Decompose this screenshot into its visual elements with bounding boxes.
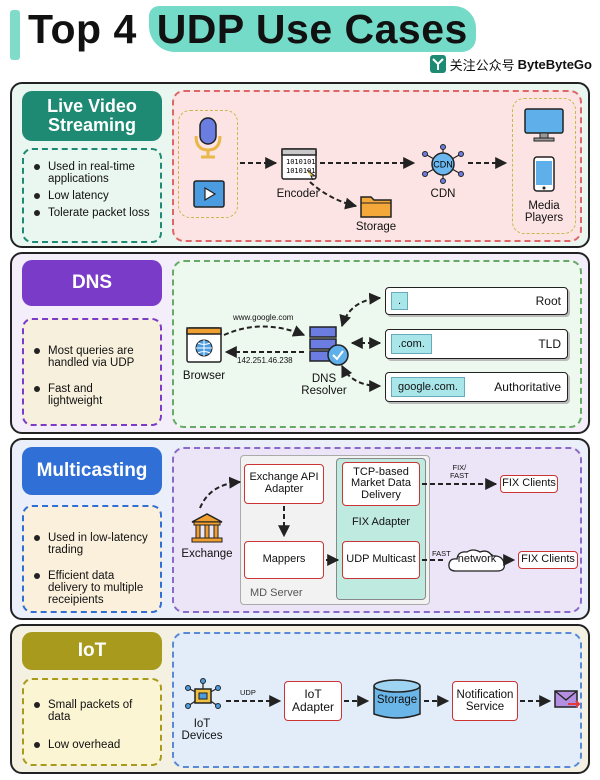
video-bullet-1: Used in real-time applications [34,161,150,185]
arrow-encoder-storage [309,181,358,210]
microphone-icon [194,117,222,159]
dns-row-tld-name: TLD [538,337,561,351]
arrow-exchange-api [199,476,242,509]
bytebytego-logo-icon [429,55,446,73]
monitor-icon [524,108,564,142]
media-players-label: Media Players [514,200,574,224]
cdn-badge-text: CDN [433,160,453,170]
storage-folder-icon [360,196,392,218]
video-storage-label: Storage [355,221,397,233]
dns-row-auth-tag: google.com. [391,377,465,397]
brand-cn: 关注公众号 [449,57,515,73]
dns-query-label: www.google.com [233,313,294,322]
dns-row-authoritative: google.com. Authoritative [385,372,568,402]
email-notification-icon [554,690,580,708]
encoder-icon: 1010101 1010101 [281,148,317,180]
dns-row-tld-tag: .com. [391,334,432,354]
fast-label: FAST [432,549,451,558]
iot-devices-label: IoT Devices [174,718,230,742]
heading-live-video-line2: Streaming [47,115,137,135]
arrow-resolver-authoritative [341,364,382,392]
fix-clients-top: FIX Clients [500,475,558,493]
dns-row-root: . Root [385,287,568,315]
cdn-label: CDN [430,188,456,200]
video-play-icon [193,180,225,208]
dns-row-auth-name: Authoritative [494,380,561,394]
iot-storage-cylinder-icon [373,679,421,719]
fix-clients-bottom: FIX Clients [518,551,578,569]
iot-devices-icon [185,678,221,709]
notification-service-box: Notification Service [452,681,518,721]
iot-devices-line1: IoT [193,718,211,730]
title-prefix: Top 4 [28,6,149,52]
heading-live-video: Live Video Streaming [22,91,162,141]
dns-resolver-line2: Resolver [301,385,347,398]
fix-fast-line2: FAST [450,470,469,480]
arrow-resolver-root [339,292,382,328]
dns-row-root-name: Root [535,294,561,308]
dns-bullets: Most queries are handled via UDP Fast an… [22,318,162,426]
video-bullet-2: Low latency [34,190,150,202]
title-highlight: UDP Use Cases [148,6,476,52]
exchange-label: Exchange [181,548,233,560]
tcp-delivery-box: TCP-based Market Data Delivery [342,462,420,506]
multicast-bullet-1: Used in low-latency trading [34,532,150,556]
exchange-bank-icon [191,513,223,543]
iot-bullets: Small packets of data Low overhead [22,678,162,766]
heading-dns: DNS [22,260,162,306]
dns-row-root-tag: . [391,292,409,310]
exchange-api-adapter: Exchange API Adapter [244,464,324,504]
dns-resolver-icon [309,326,349,366]
page-title: Top 4 UDP Use Cases [28,6,476,53]
dns-bullet-2: Fast and lightweight [34,383,150,407]
browser-label: Browser [182,370,226,382]
phone-icon [533,156,555,192]
media-players-line1: Media [528,200,560,212]
network-label: network [457,553,497,565]
multicast-bullets: Used in low-latency trading Efficient da… [22,505,162,613]
dns-bullet-1: Most queries are handled via UDP [34,345,150,369]
multicast-bullet-2: Efficient data delivery to multiple rece… [34,570,150,606]
heading-live-video-line1: Live Video [47,96,137,117]
video-players-group [512,98,576,234]
dns-resolver-line1: DNS [311,373,337,385]
encoder-binary-2: 1010101 [286,167,316,175]
arrow-browser-resolver [223,325,306,337]
iot-bullet-1: Small packets of data [34,699,150,723]
iot-adapter-box: IoT Adapter [284,681,342,721]
md-server-label: MD Server [250,587,303,599]
dns-row-tld: .com. TLD [385,329,568,359]
media-players-line2: Players [524,212,564,225]
fix-fast-line1: FIX/ [452,463,467,472]
iot-devices-line2: Devices [181,730,223,743]
iot-bullet-2: Low overhead [34,739,150,751]
heading-iot: IoT [22,632,162,670]
fix-adapter-label: FIX Adapter [351,516,411,528]
fix-fast-label: FIX/ FAST [450,464,469,479]
dns-resolver-label: DNS Resolver [296,373,352,397]
brand-name: ByteByteGo [517,56,592,72]
encoder-label: Encoder [276,188,320,200]
title-accent-bar [10,10,20,60]
video-bullet-3: Tolerate packet loss [34,207,150,219]
encoder-binary-1: 1010101 [286,158,316,166]
mappers-box: Mappers [244,541,324,579]
udp-multicast-box: UDP Multicast [342,541,420,579]
video-source-group [178,110,238,218]
udp-label: UDP [240,688,256,697]
browser-icon [186,327,222,363]
heading-multicasting: Multicasting [22,447,162,495]
cdn-network-icon: CDN [422,144,464,184]
video-bullets: Used in real-time applications Low laten… [22,148,162,243]
dns-ip-label: 142.251.46.238 [237,356,293,365]
iot-storage-label: Storage [376,694,418,706]
